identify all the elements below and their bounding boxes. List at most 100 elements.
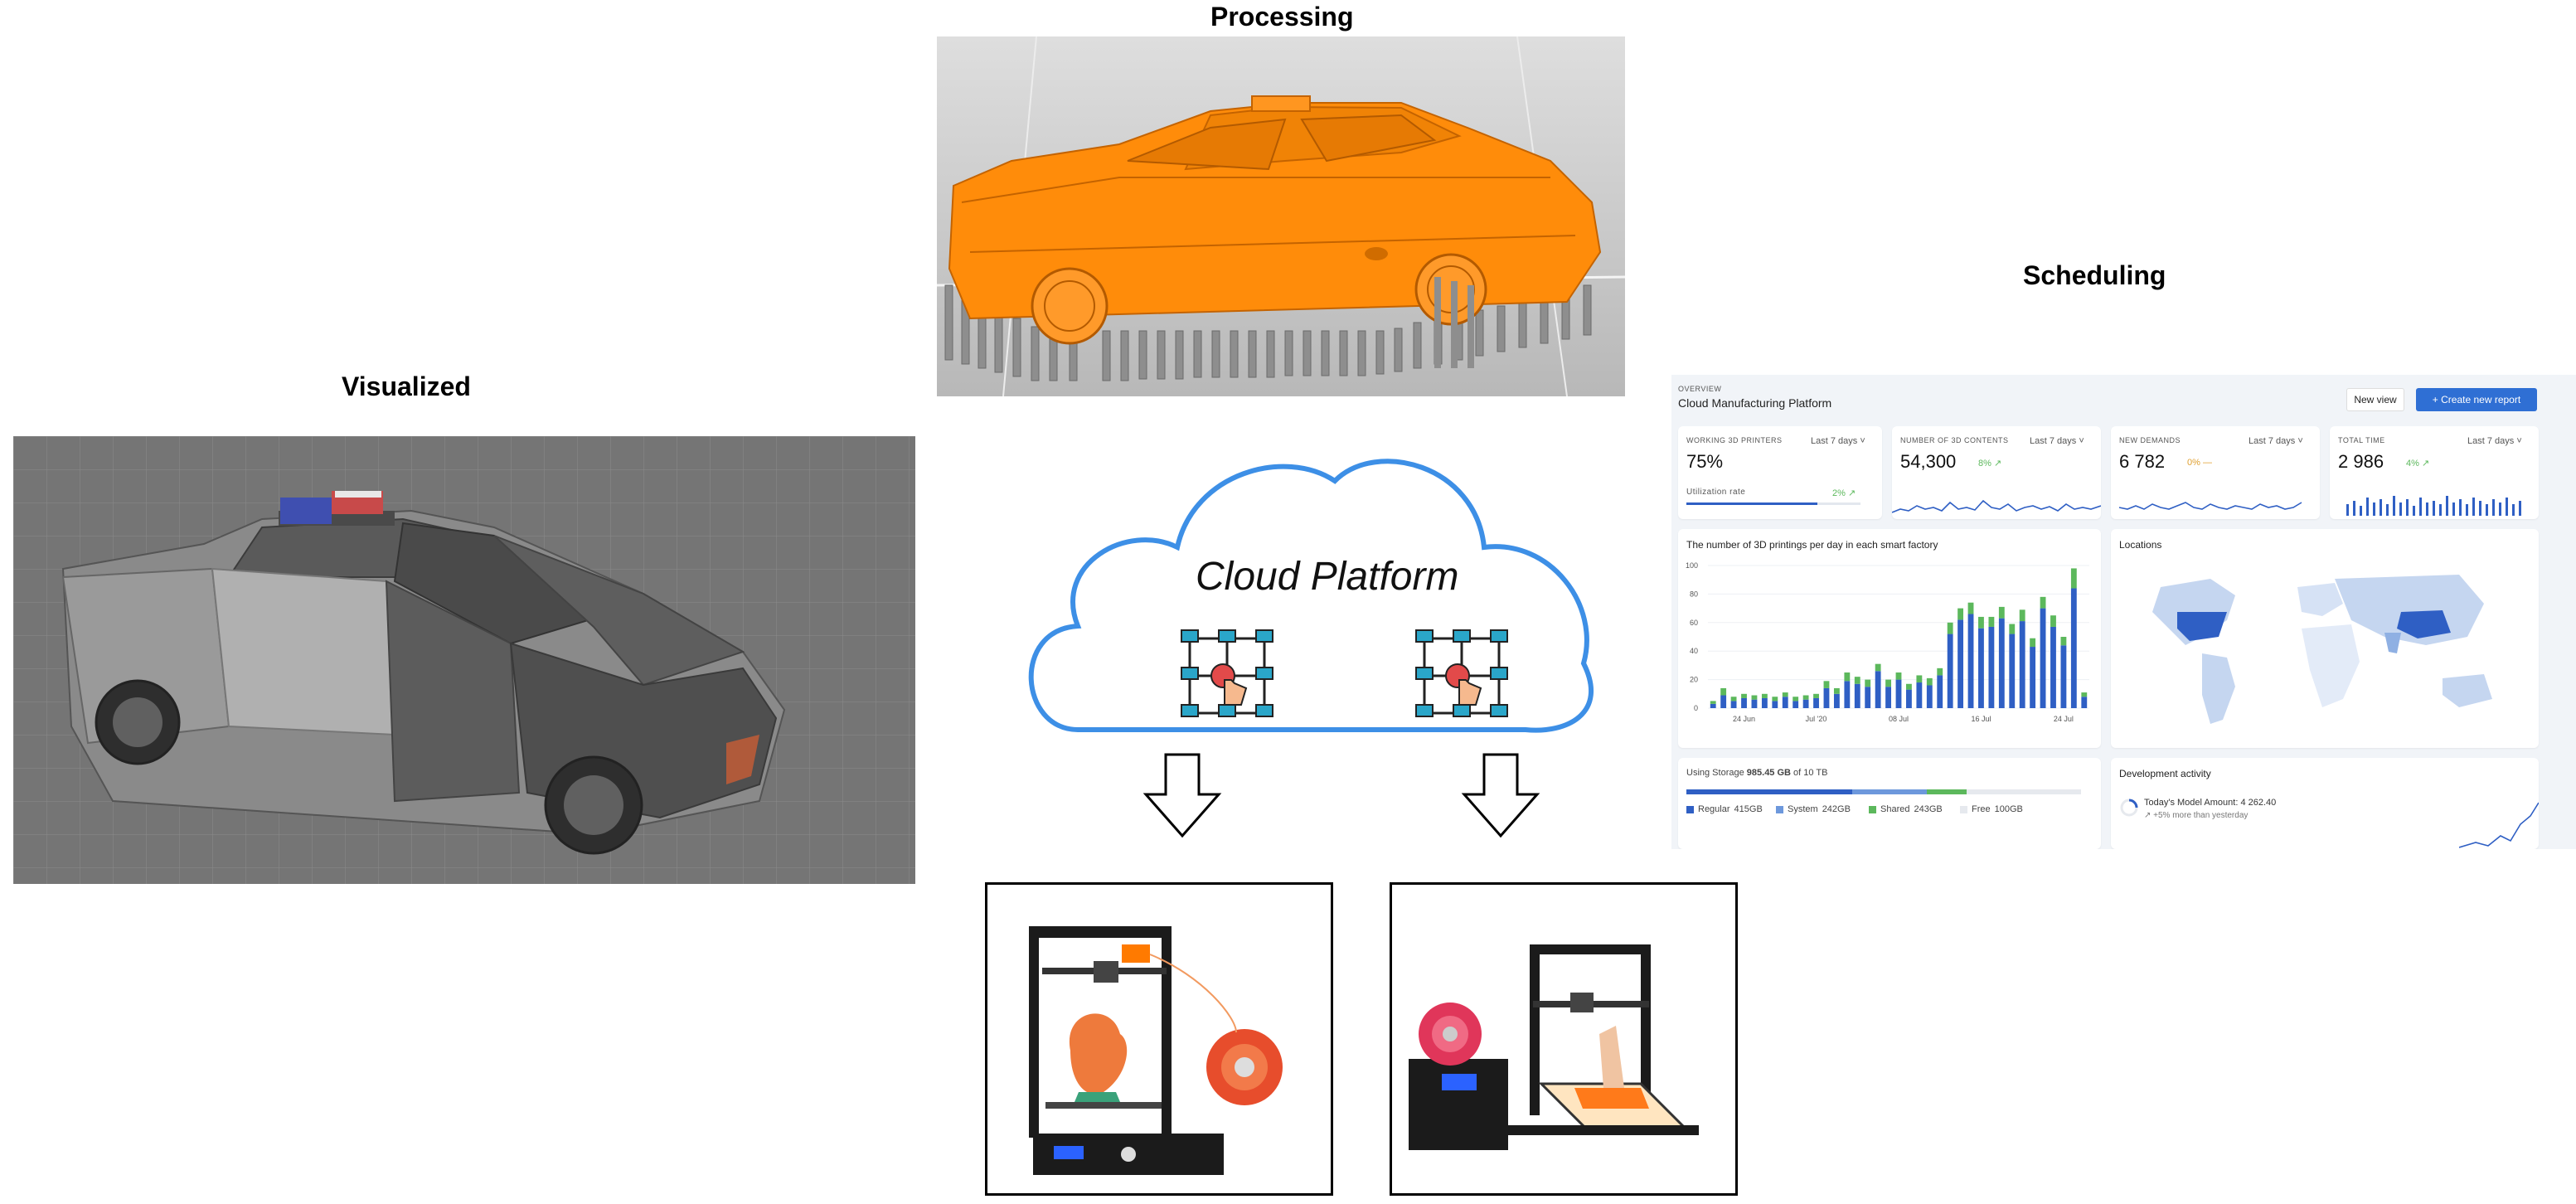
x-tick-label: Jul '20	[1806, 715, 1827, 723]
bar-segment-primary	[1793, 701, 1799, 708]
asia-shape	[2335, 575, 2484, 645]
kpi-range[interactable]: Last 7 days ˅	[2467, 436, 2522, 446]
dev-title: Development activity	[2119, 768, 2211, 779]
kpi-label: TOTAL TIME	[2338, 436, 2385, 444]
bar-segment-secondary	[1967, 602, 1974, 614]
bar-segment-primary	[2081, 697, 2088, 708]
bar-segment-primary	[1741, 697, 1747, 708]
y-tick-label: 0	[1694, 704, 1698, 712]
storage-used: 985.45 GB	[1746, 768, 1791, 778]
cloud-platform: Cloud Platform	[1011, 448, 1608, 738]
bar-segment-secondary	[2060, 637, 2067, 646]
utilization-fill	[1686, 502, 1817, 505]
bar-segment-secondary	[1802, 695, 1809, 700]
bar-segment-primary	[1761, 697, 1768, 708]
kpi-value: 75%	[1686, 451, 1724, 472]
x-tick-label: 24 Jul	[2054, 715, 2074, 723]
bar-segment-secondary	[2030, 638, 2036, 648]
bar-segment-secondary	[2081, 692, 2088, 697]
bar-segment-primary	[1782, 697, 1788, 708]
bar-segment-primary	[1998, 618, 2005, 708]
dev-line-1: Today's Model Amount: 4 262.40	[2144, 798, 2277, 808]
x-tick-label: 16 Jul	[1971, 715, 1991, 723]
printer-photo-2	[1390, 882, 1738, 1196]
dashboard-title: Cloud Manufacturing Platform	[1678, 396, 1832, 410]
china-shape	[2397, 610, 2451, 638]
bar-segment-primary	[1854, 683, 1860, 708]
bar-segment-primary	[1885, 687, 1891, 708]
new-view-button[interactable]: New view	[2346, 388, 2404, 411]
bar-segment-secondary	[1957, 608, 1964, 620]
bar-segment-primary	[1916, 682, 1923, 708]
storage-card: Using Storage 985.45 GB of 10 TB Regular…	[1678, 758, 2101, 849]
bar-segment-secondary	[1926, 677, 1933, 686]
bar-segment-secondary	[1895, 672, 1902, 680]
mini-bars	[2346, 496, 2521, 516]
kpi-label: WORKING 3D PRINTERS	[1686, 436, 1783, 444]
processing-heading: Processing	[1210, 2, 1354, 32]
y-tick-label: 40	[1690, 647, 1698, 655]
kpi-range[interactable]: Last 7 days ˅	[2030, 436, 2084, 446]
police-car-model	[13, 436, 915, 884]
bar-segment-secondary	[2070, 568, 2077, 589]
bar-segment-primary	[1720, 695, 1727, 708]
y-tick-label: 60	[1690, 619, 1698, 627]
storage-bar	[1686, 789, 2081, 794]
visualized-render	[13, 436, 915, 884]
bar-segment-primary	[1895, 679, 1902, 708]
dev-sparkline	[2459, 802, 2539, 848]
bar-segment-secondary	[2050, 615, 2056, 627]
bar-segment-secondary	[2019, 609, 2025, 622]
bar-segment-primary	[1967, 614, 1974, 708]
printings-chart-card: The number of 3D printings per day in ea…	[1678, 529, 2101, 748]
kpi-range[interactable]: Last 7 days ˅	[2249, 436, 2303, 446]
down-arrow-icon	[1461, 753, 1540, 838]
bar-segment-secondary	[1710, 701, 1716, 704]
india-shape	[2384, 633, 2401, 653]
australia-shape	[2443, 674, 2492, 707]
dev-activity-card: Development activity Today's Model Amoun…	[2111, 758, 2539, 849]
usa-shape	[2177, 612, 2227, 641]
bar-segment-primary	[2050, 626, 2056, 708]
locations-card: Locations	[2111, 529, 2539, 748]
create-report-button[interactable]: + Create new report	[2416, 388, 2537, 411]
bar-segment-secondary	[1978, 616, 1984, 629]
kpi-value: 54,300	[1900, 451, 1957, 472]
bar-segment-secondary	[2040, 596, 2046, 609]
kpi-card-time: TOTAL TIME Last 7 days ˅ 2 986 4% ↗	[2330, 426, 2539, 519]
bar-segment-primary	[1865, 687, 1871, 708]
kpi-value: 6 782	[2119, 451, 2166, 472]
bar-segment-primary	[1813, 697, 1819, 708]
bar-segment-secondary	[1782, 692, 1788, 697]
kpi-delta: 4% ↗	[2406, 459, 2430, 468]
storage-label: Using Storage 985.45 GB of 10 TB	[1686, 768, 1827, 778]
bar-segment-secondary	[1998, 606, 2005, 619]
visualized-heading: Visualized	[342, 371, 471, 401]
bar-segment-secondary	[1833, 687, 1840, 694]
bar-segment-primary	[1710, 703, 1716, 708]
bar-segment-secondary	[1823, 681, 1830, 688]
processing-render	[937, 36, 1625, 396]
bar-segment-primary	[1751, 699, 1758, 708]
printer-photo-1	[985, 882, 1333, 1196]
kpi-range[interactable]: Last 7 days ˅	[1811, 436, 1865, 446]
cloud-outline	[1028, 459, 1594, 733]
bar-segment-primary	[2070, 588, 2077, 708]
progress-ring-icon	[2120, 799, 2138, 817]
europe-shape	[2297, 583, 2343, 616]
kpi-card-demands: NEW DEMANDS Last 7 days ˅ 6 782 0% —	[2111, 426, 2320, 519]
network-touch-icon	[1415, 629, 1508, 717]
bar-segment-secondary	[1865, 679, 1871, 687]
south-america-shape	[2202, 653, 2235, 724]
bar-segment-secondary	[1741, 693, 1747, 698]
bar-segment-secondary	[1906, 683, 1912, 690]
kpi-delta: 8% ↗	[1978, 459, 2002, 468]
storage-shared-fill	[1927, 789, 1967, 794]
bar-segment-primary	[2060, 645, 2067, 708]
bar-segment-primary	[1926, 685, 1933, 708]
bar-segment-secondary	[2009, 624, 2016, 634]
